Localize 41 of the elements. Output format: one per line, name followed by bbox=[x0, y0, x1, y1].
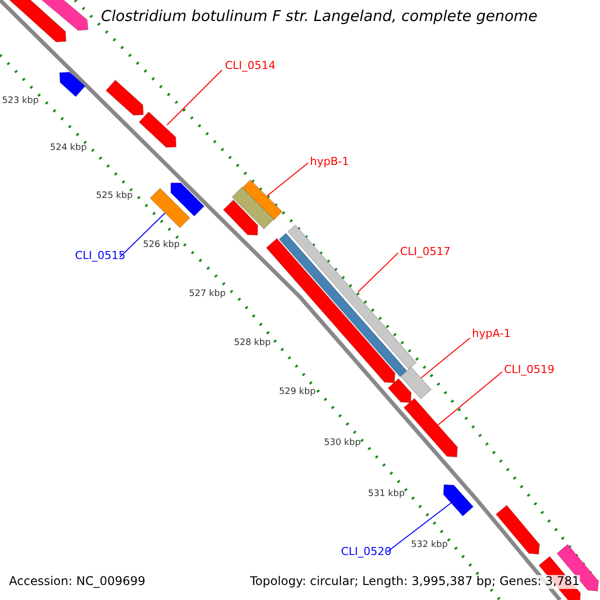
genome-info-text: Topology: circular; Length: 3,995,387 bp; Genes: 3,781 bbox=[250, 575, 580, 589]
gene-feature bbox=[400, 366, 432, 400]
leader-line bbox=[166, 70, 222, 126]
gene-label: CLI_0514 bbox=[225, 60, 276, 73]
gene-feature bbox=[40, 0, 89, 32]
gene-feature bbox=[442, 484, 474, 517]
title: Clostridium botulinum F str. Langeland, complete genome bbox=[101, 8, 538, 26]
scale-label: 530 kbp bbox=[324, 438, 361, 448]
scale-label: 532 kbp bbox=[411, 540, 448, 550]
gene-label: hypB-1 bbox=[310, 156, 349, 169]
gene-feature bbox=[105, 79, 144, 116]
scale-label: 529 kbp bbox=[279, 387, 316, 398]
leader-line bbox=[420, 338, 470, 378]
gene-label: CLI_0519 bbox=[504, 364, 555, 377]
scale-label: 526 kbp bbox=[143, 240, 180, 250]
gene-feature bbox=[387, 378, 412, 404]
leader-line bbox=[438, 372, 502, 426]
gene-label: CLI_0520 bbox=[341, 546, 392, 559]
gene-feature bbox=[170, 182, 205, 217]
scale-label: 524 kbp bbox=[50, 143, 87, 154]
gene-label: hypA-1 bbox=[472, 328, 511, 341]
gene-feature bbox=[59, 72, 86, 98]
leader-line bbox=[266, 162, 308, 196]
gene-label: CLI_0517 bbox=[400, 246, 451, 259]
scale-label: 525 kbp bbox=[96, 191, 133, 202]
gene-feature bbox=[403, 398, 458, 458]
gene-feature bbox=[495, 504, 540, 555]
gene-feature bbox=[138, 111, 177, 148]
accession-text: Accession: NC_009699 bbox=[9, 575, 146, 589]
scale-label: 531 kbp bbox=[368, 489, 405, 500]
leader-line bbox=[120, 212, 166, 258]
leader-line bbox=[358, 252, 398, 292]
scale-label: 527 kbp bbox=[189, 289, 226, 300]
scale-label: 523 kbp bbox=[2, 96, 39, 106]
leader-line bbox=[386, 502, 452, 552]
gene-label: CLI_0515 bbox=[75, 250, 126, 263]
gene-feature bbox=[231, 186, 275, 230]
gene-feature bbox=[222, 199, 258, 236]
scale-label: 528 kbp bbox=[234, 338, 271, 348]
gene-feature bbox=[150, 188, 190, 228]
gene-feature bbox=[8, 0, 67, 42]
